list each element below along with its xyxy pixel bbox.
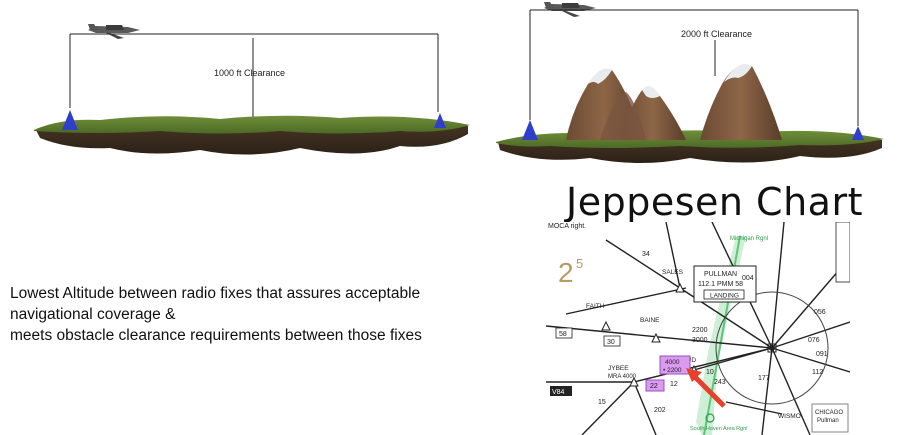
moca-note: MOCA right. xyxy=(548,223,586,230)
route-15: 15 xyxy=(598,399,606,406)
fix-sales: SALES xyxy=(662,269,684,276)
route-12: 12 xyxy=(670,381,678,388)
vor-frequency: 112.1 PMM 58 xyxy=(698,281,743,288)
route-boxes: 58 30 15 12 34 10 243 076 091 112 056 00… xyxy=(555,251,828,414)
route-177: 177 xyxy=(758,375,770,382)
route-076: 076 xyxy=(808,337,820,344)
description-line-2: navigational coverage & xyxy=(10,306,176,323)
route-30: 30 xyxy=(607,339,615,346)
route-091: 091 xyxy=(816,351,828,358)
chicago-box: CHICAGO xyxy=(815,410,843,416)
route-056: 056 xyxy=(814,309,826,316)
pointer-arrow-icon xyxy=(686,368,726,408)
airport-south-haven: South Haven Area Rgnl xyxy=(690,426,747,432)
jeppesen-chart-svg: MOCA right. 2 5 xyxy=(546,222,850,435)
moca-value: • 2200 xyxy=(663,367,682,374)
airplane-icon xyxy=(544,2,596,17)
zone-number: 2 xyxy=(558,257,574,288)
obstacle-icon xyxy=(434,113,446,128)
chicago-sub: Pullman xyxy=(817,418,839,424)
route-3000: 3000 xyxy=(692,337,708,344)
route-202: 202 xyxy=(654,407,666,414)
route-243: 243 xyxy=(714,379,726,386)
jeppesen-chart-excerpt: MOCA right. 2 5 xyxy=(546,222,850,435)
airplane-icon xyxy=(88,24,140,39)
vor-name: PULLMAN xyxy=(704,271,737,278)
jeppesen-chart-heading: Jeppesen Chart xyxy=(566,180,863,224)
victor-airway: V84 xyxy=(552,389,565,396)
route-112: 112 xyxy=(812,369,823,376)
mountains xyxy=(566,64,782,140)
airways xyxy=(546,222,850,435)
route-58: 58 xyxy=(559,331,567,338)
obstacle-icon xyxy=(852,126,864,140)
route-34: 34 xyxy=(642,251,650,258)
description-line-3: meets obstacle clearance requirements be… xyxy=(10,327,422,344)
zone-superscript: 5 xyxy=(576,256,583,271)
left-clearance-label: 1000 ft Clearance xyxy=(214,68,286,78)
right-scene xyxy=(496,2,884,163)
vor-landing: LANDING xyxy=(710,293,739,300)
clearance-illustration xyxy=(34,2,884,163)
obstacle-icon xyxy=(62,110,78,130)
fix-baine: BAINE xyxy=(640,317,660,324)
route-004: 004 xyxy=(742,275,754,282)
airport-michigan: Michigan Rgnl xyxy=(730,236,768,242)
jybee-mra: MRA 4000 xyxy=(608,374,637,380)
route-2200: 2200 xyxy=(692,327,708,334)
highlighted-route: 22 xyxy=(650,383,658,390)
mea-value: 4000 xyxy=(665,359,680,366)
left-scene xyxy=(34,24,470,155)
description-line-1: Lowest Altitude between radio fixes that… xyxy=(10,285,421,302)
fix-wismo: WISMO xyxy=(778,413,801,420)
mea-description: Lowest Altitude between radio fixes that… xyxy=(10,283,530,346)
fix-jybee: JYBEE xyxy=(608,365,629,372)
fix-faith: FAITH xyxy=(586,303,605,310)
route-10: 10 xyxy=(706,369,714,376)
obstacle-icon xyxy=(522,120,538,140)
right-clearance-label: 2000 ft Clearance xyxy=(681,29,753,39)
